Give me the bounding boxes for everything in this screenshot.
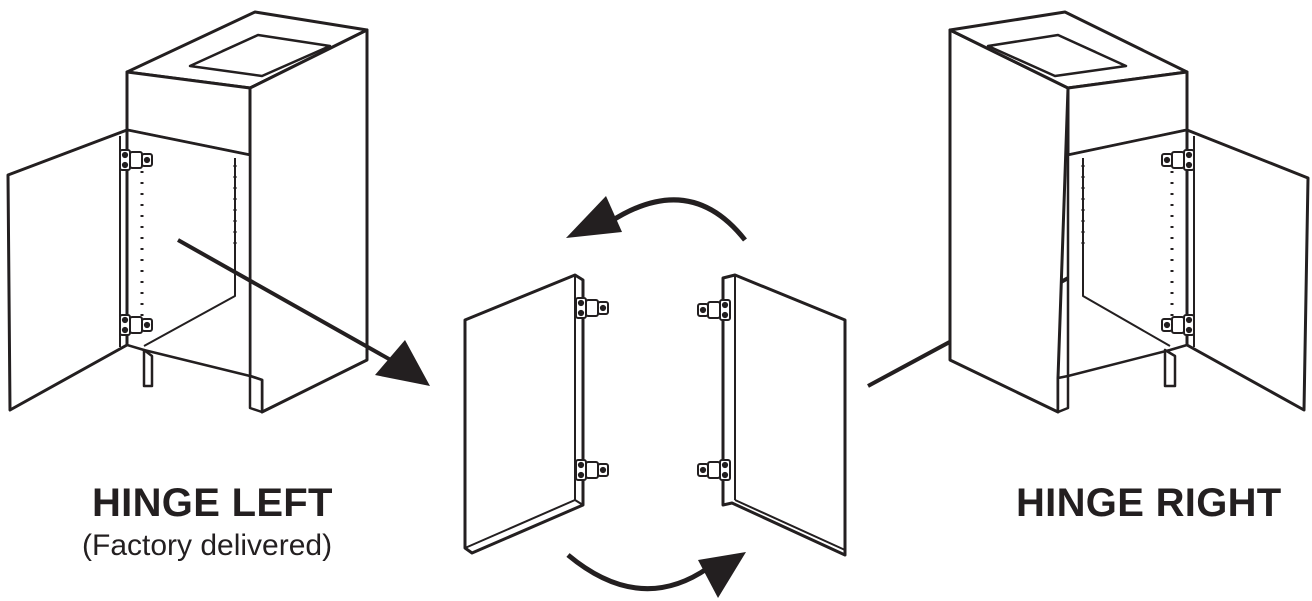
door-panel-right-hinge-icon <box>696 273 847 557</box>
hinge-left-note: (Factory delivered) <box>82 529 333 562</box>
curved-swap-arrows-icon <box>566 196 747 598</box>
hinge-right-title: HINGE RIGHT <box>1016 481 1282 525</box>
left-cabinet-illustration <box>6 10 369 414</box>
arrow-left-cabinet-to-door <box>177 238 430 386</box>
door-panel-left-hinge-icon <box>463 273 610 555</box>
hinge-left-title: HINGE LEFT <box>92 481 333 525</box>
right-cabinet-illustration <box>948 10 1310 414</box>
